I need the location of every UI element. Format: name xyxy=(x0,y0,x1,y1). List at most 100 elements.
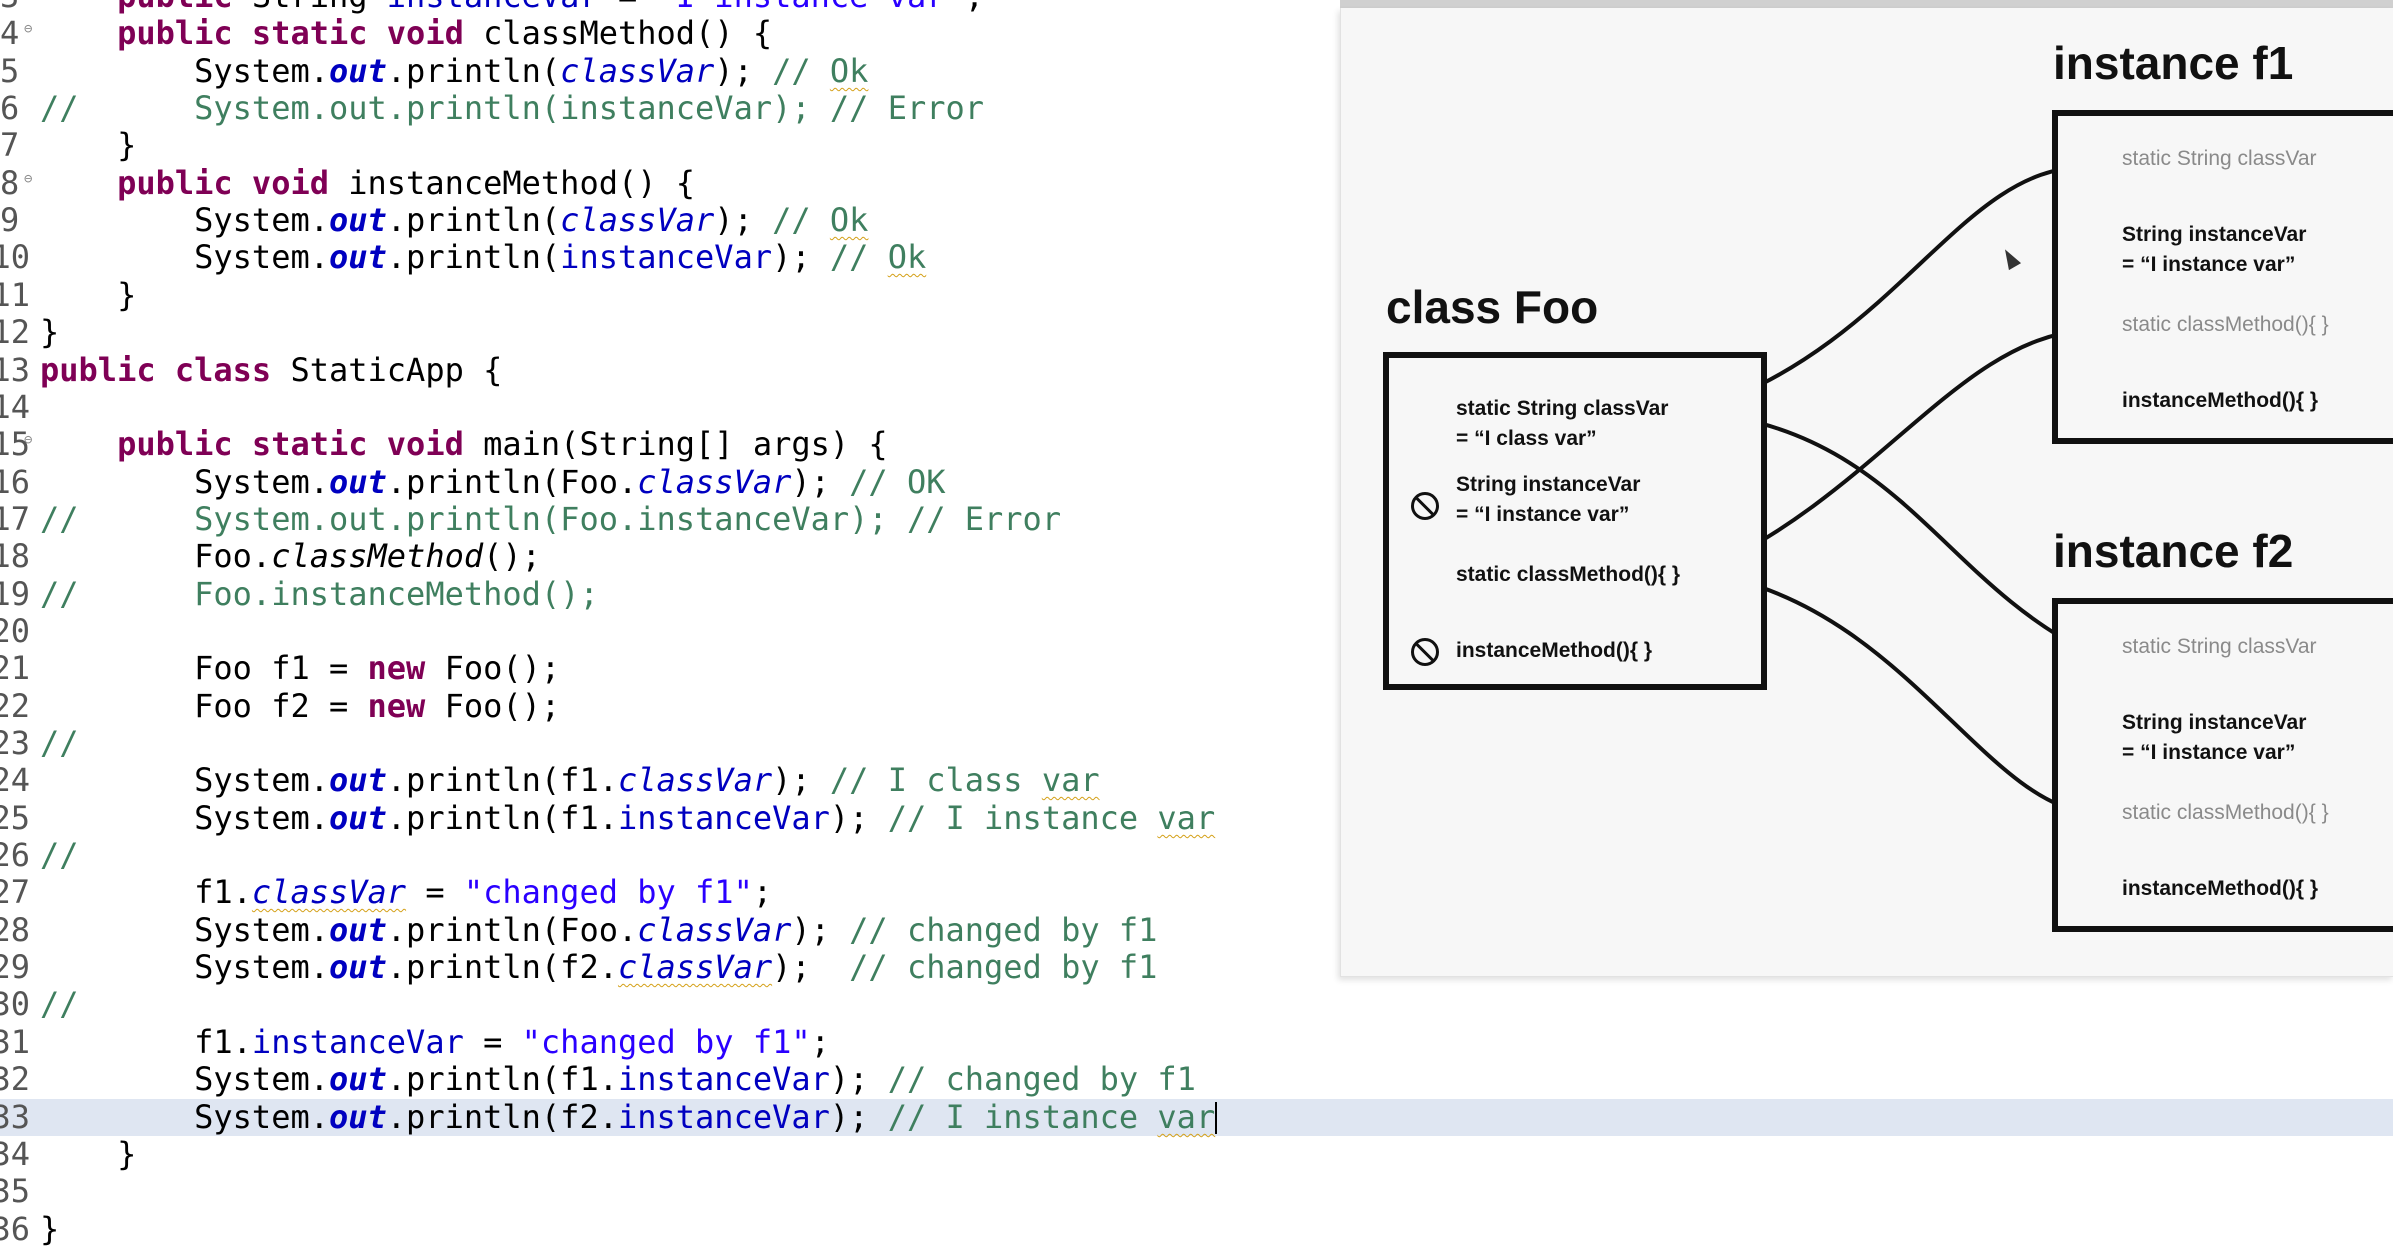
code-text: public void instanceMethod() { xyxy=(40,165,695,202)
code-token: System. xyxy=(40,52,329,90)
code-line[interactable]: 23// xyxy=(0,725,2393,762)
code-line[interactable]: 19// Foo.instanceMethod(); xyxy=(0,576,2393,613)
code-line[interactable]: 8⊖ public void instanceMethod() { xyxy=(0,165,2393,202)
foo-classvar-line2: = “I class var” xyxy=(1456,427,1597,450)
code-token: out xyxy=(328,52,387,90)
text-caret xyxy=(1215,1102,1218,1134)
code-line[interactable]: 27 f1.classVar = "changed by f1"; xyxy=(0,874,2393,911)
wire-f2-classmethod xyxy=(1711,574,2088,815)
code-token xyxy=(40,164,117,202)
code-token: main(String[] args) { xyxy=(463,425,888,463)
code-line[interactable]: 16 System.out.println(Foo.classVar); // … xyxy=(0,464,2393,501)
code-line[interactable]: 14 xyxy=(0,389,2393,426)
line-number: 22 xyxy=(0,688,30,725)
code-text: // xyxy=(40,725,79,762)
code-token: Foo f1 = xyxy=(40,649,368,687)
code-token: instanceVar xyxy=(560,238,773,276)
code-line[interactable]: 24 System.out.println(f1.classVar); // I… xyxy=(0,762,2393,799)
wire-f1-classmethod xyxy=(1711,328,2088,568)
code-token xyxy=(233,164,252,202)
code-line[interactable]: 34 } xyxy=(0,1136,2393,1173)
line-number: 28 xyxy=(0,912,30,949)
code-token: // System.out.println(Foo.instanceVar); … xyxy=(40,500,1062,538)
f2-instancemethod: instanceMethod(){ } xyxy=(2122,877,2319,900)
line-number: 5 xyxy=(0,53,20,90)
code-token: .println(f1. xyxy=(386,761,618,799)
code-token: // I instance xyxy=(887,1098,1158,1136)
f2-instancevar-line1: String instanceVar xyxy=(2122,711,2307,734)
line-number: 12 xyxy=(0,314,30,351)
code-token: classVar xyxy=(637,463,792,501)
code-token: Foo. xyxy=(40,537,272,575)
code-token: out xyxy=(328,761,387,799)
panel-top-band xyxy=(1340,0,2393,8)
code-line[interactable]: 29 System.out.println(f2.classVar); // c… xyxy=(0,949,2393,986)
code-line[interactable]: 11 } xyxy=(0,277,2393,314)
code-line[interactable]: 5 System.out.println(classVar); // Ok xyxy=(0,53,2393,90)
code-line[interactable]: 7 } xyxy=(0,127,2393,164)
code-line[interactable]: 33 System.out.println(f2.instanceVar); /… xyxy=(0,1099,2393,1136)
code-line[interactable]: 28 System.out.println(Foo.classVar); // … xyxy=(0,912,2393,949)
code-token: ); xyxy=(714,52,773,90)
code-token: System. xyxy=(40,463,329,501)
code-text: // Foo.instanceMethod(); xyxy=(40,576,599,613)
code-line[interactable]: 21 Foo f1 = new Foo(); xyxy=(0,650,2393,687)
code-token: out xyxy=(328,238,387,276)
code-token: .println(Foo. xyxy=(386,463,638,501)
code-line[interactable]: 6// System.out.println(instanceVar); // … xyxy=(0,90,2393,127)
code-line[interactable]: 20 xyxy=(0,613,2393,650)
code-text: // System.out.println(Foo.instanceVar); … xyxy=(40,501,1061,538)
code-text: Foo.classMethod(); xyxy=(40,538,541,575)
code-token: ); xyxy=(772,238,830,276)
code-line[interactable]: 9 System.out.println(classVar); // Ok xyxy=(0,202,2393,239)
code-line[interactable]: 36} xyxy=(0,1211,2393,1248)
code-token: void xyxy=(386,425,464,463)
code-token: // xyxy=(40,836,79,874)
code-line[interactable]: 4⊖ public static void classMethod() { xyxy=(0,15,2393,52)
code-line[interactable]: 18 Foo.classMethod(); xyxy=(0,538,2393,575)
wire-f1-classvar xyxy=(1709,165,2086,407)
code-token: "changed by f1" xyxy=(521,1023,811,1061)
code-token: class xyxy=(174,351,272,389)
fold-toggle-icon[interactable]: ⊖ xyxy=(24,21,33,37)
code-text: System.out.println(Foo.classVar); // OK xyxy=(40,464,945,501)
code-token: classMethod() { xyxy=(463,14,773,52)
code-line[interactable]: 26// xyxy=(0,837,2393,874)
code-text: public static void main(String[] args) { xyxy=(40,426,888,463)
code-token: instanceVar xyxy=(387,0,599,15)
line-number: 16 xyxy=(0,464,30,501)
code-line[interactable]: 3 public String instanceVar = "I instanc… xyxy=(0,0,2393,15)
code-line[interactable]: 17// System.out.println(Foo.instanceVar)… xyxy=(0,501,2393,538)
code-token: classVar xyxy=(560,52,715,90)
code-line[interactable]: 30// xyxy=(0,986,2393,1023)
code-token: var xyxy=(1157,799,1216,837)
code-line[interactable]: 10 System.out.println(instanceVar); // O… xyxy=(0,239,2393,276)
foo-instancevar-line2: = “I instance var” xyxy=(1456,503,1630,526)
code-line[interactable]: 12} xyxy=(0,314,2393,351)
code-token xyxy=(368,425,387,463)
code-line[interactable]: 15⊖ public static void main(String[] arg… xyxy=(0,426,2393,463)
f1-instancevar-line1: String instanceVar xyxy=(2122,223,2307,246)
line-number: 6 xyxy=(0,90,20,127)
code-token: "changed by f1" xyxy=(463,873,753,911)
code-line[interactable]: 31 f1.instanceVar = "changed by f1"; xyxy=(0,1024,2393,1061)
wire-f2-classvar xyxy=(1709,413,2087,653)
code-line[interactable]: 22 Foo f2 = new Foo(); xyxy=(0,688,2393,725)
code-token: classVar xyxy=(617,948,773,986)
line-number: 24 xyxy=(0,762,30,799)
code-token: // I class xyxy=(829,761,1042,799)
code-token: classVar xyxy=(637,911,792,949)
code-line[interactable]: 25 System.out.println(f1.instanceVar); /… xyxy=(0,800,2393,837)
fold-toggle-icon[interactable]: ⊖ xyxy=(24,171,33,187)
fold-toggle-icon[interactable]: ⊖ xyxy=(24,432,33,448)
instance-f2-box: static String classVar String instanceVa… xyxy=(2052,598,2393,932)
class-foo-title: class Foo xyxy=(1386,281,1599,333)
instance-f2-title: instance f2 xyxy=(2053,525,2294,577)
line-number: 32 xyxy=(0,1061,30,1098)
code-line[interactable]: 32 System.out.println(f1.instanceVar); /… xyxy=(0,1061,2393,1098)
code-text: System.out.println(f1.instanceVar); // I… xyxy=(40,800,1215,837)
code-line[interactable]: 35 xyxy=(0,1173,2393,1210)
line-number: 11 xyxy=(0,277,30,314)
instance-f1-box: static String classVar String instanceVa… xyxy=(2052,110,2393,444)
